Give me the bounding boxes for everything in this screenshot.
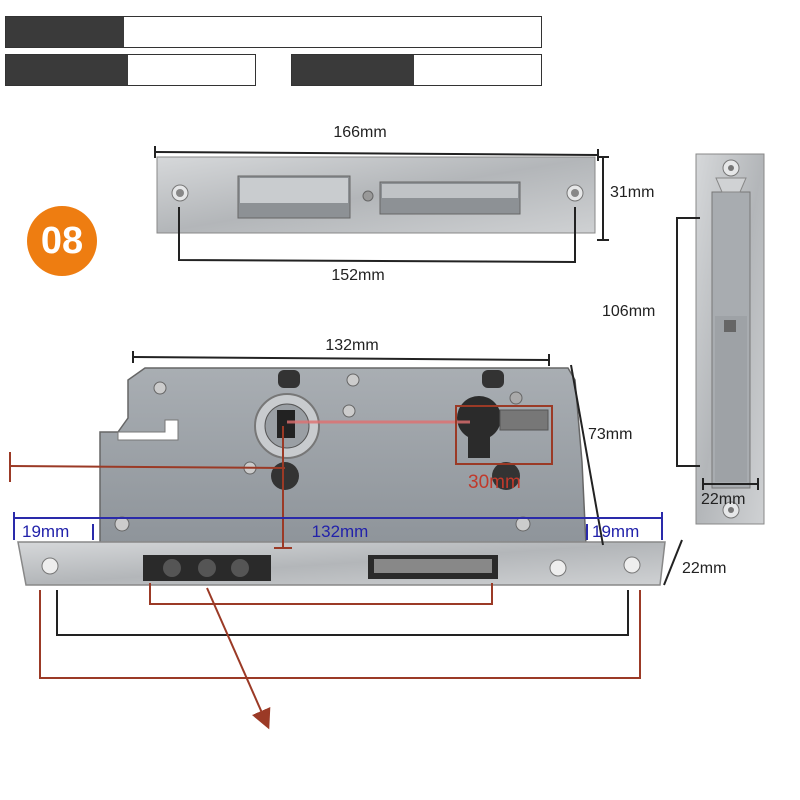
dim-line-73 [570,364,604,546]
front-faceplate [17,541,666,586]
arrow-red [206,587,271,730]
dim-label-22-front: 22mm [682,560,726,577]
bracket-red-inner [149,583,493,605]
red-line-left [9,465,286,469]
dim-label-132-top: 132mm [325,337,378,354]
dim-line-132-top [132,356,550,361]
dim-label-22-strike: 22mm [701,491,745,508]
bracket-black [56,590,629,636]
dim-label-73: 73mm [588,426,632,443]
dim-line-152 [178,207,576,264]
bottom-right-bar-fill [292,55,414,85]
dim-label-30: 30mm [468,472,521,493]
dim-label-152: 152mm [331,267,384,284]
dim-label-166: 166mm [333,124,386,141]
bottom-right-bar [291,54,542,86]
bottom-left-bar-fill [6,55,128,85]
backset-box [455,405,553,465]
bottom-left-bar [5,54,256,86]
dim-line-166 [154,151,599,156]
dim-label-19-right: 19mm [592,522,639,541]
top-bar-fill [6,17,124,47]
strike-plate [695,153,765,525]
model-badge: 08 [27,206,97,276]
dim-line-22-front [663,539,683,586]
model-badge-label: 08 [40,219,84,262]
dim-label-106: 106mm [602,303,655,320]
lock-body [99,367,587,546]
dim-label-19-left: 19mm [22,522,69,541]
dim-label-31: 31mm [610,184,654,201]
dim-label-132-front: 132mm [312,522,369,541]
bracket-red-outer [39,590,641,679]
dim-line-106 [676,217,700,467]
top-bar [5,16,542,48]
top-faceplate [156,156,596,234]
